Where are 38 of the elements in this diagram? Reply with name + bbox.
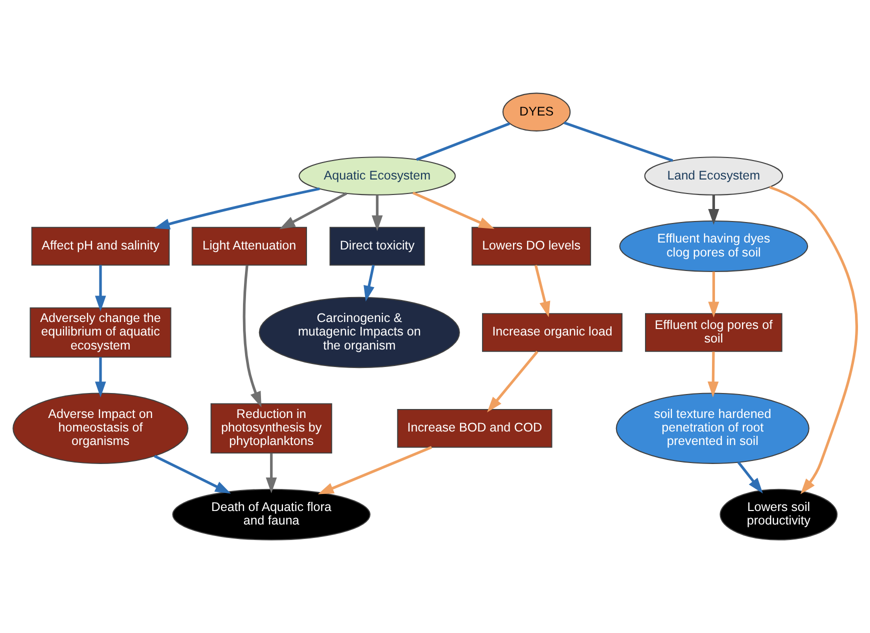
node-box: Increase BOD and COD: [397, 408, 552, 448]
node-ellipse: Lowers soil productivity: [720, 488, 838, 540]
arrow: [534, 264, 550, 318]
node-box: Direct toxicity: [330, 226, 425, 266]
node-box: Lowers DO levels: [472, 226, 592, 266]
arrow: [279, 192, 348, 230]
arrow: [94, 265, 106, 312]
node-box: Reduction in photosynthesis by phytoplanktons: [210, 403, 332, 454]
node-box: Adversely change the equilibrium of aquatic ecosystem: [30, 307, 172, 358]
arrow: [154, 187, 320, 230]
connector: [416, 122, 510, 161]
arrow: [769, 186, 858, 494]
connector: [564, 122, 674, 162]
arrow: [94, 357, 106, 398]
node-ellipse: Land Ecosystem: [644, 156, 784, 196]
arrow: [708, 352, 719, 398]
node-ellipse: soil texture hardened penetration of root prevented in soil: [616, 392, 810, 464]
arrow: [154, 454, 231, 494]
arrow: [372, 194, 383, 232]
node-box: Light Attenuation: [192, 226, 307, 266]
arrow: [487, 350, 538, 412]
node-box: Increase organic load: [482, 313, 622, 352]
arrow: [266, 453, 277, 494]
node-box: Affect pH and salinity: [31, 226, 170, 266]
arrow: [708, 272, 720, 318]
arrow: [364, 264, 375, 302]
node-ellipse: Effluent having dyes clog pores of soil: [619, 220, 808, 272]
arrow: [708, 194, 720, 225]
node-ellipse: DYES: [502, 92, 571, 132]
node-ellipse: Adverse Impact on homeostasis of organisms: [12, 392, 188, 464]
node-box: Effluent clog pores of soil: [645, 313, 782, 352]
arrow: [412, 192, 494, 229]
arrow: [737, 461, 763, 494]
arrow: [318, 446, 432, 494]
arrow: [242, 265, 262, 408]
node-ellipse: Aquatic Ecosystem: [298, 156, 456, 196]
node-ellipse: Carcinogenic & mutagenic Impacts on the organism: [258, 296, 460, 368]
node-ellipse: Death of Aquatic flora and fauna: [172, 488, 370, 540]
